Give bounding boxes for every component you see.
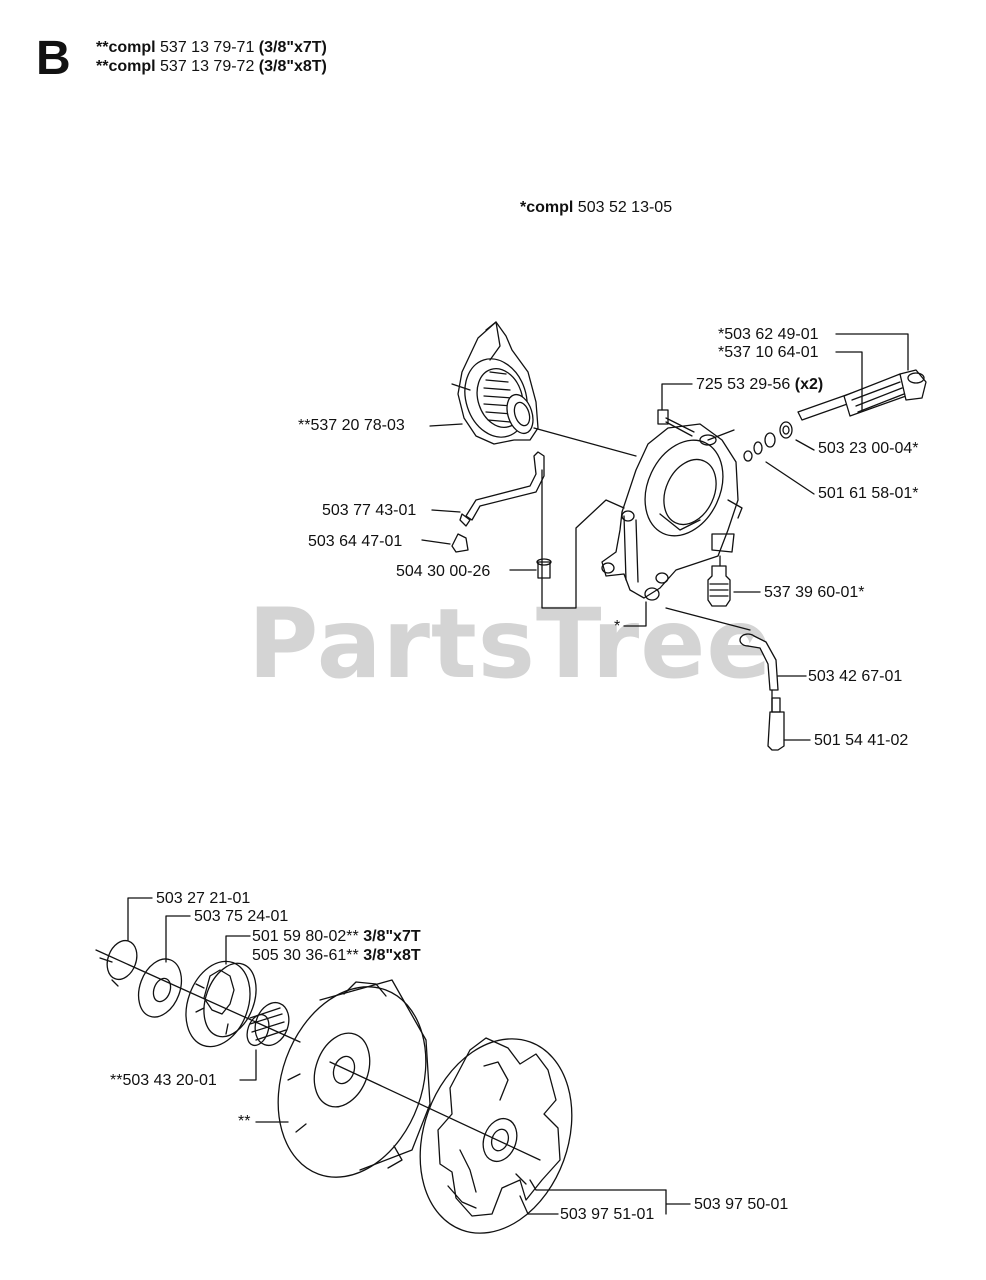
label-503-62-49-01: *503 62 49-01 — [718, 326, 819, 343]
pump-assembly-label: *compl 503 52 13-05 — [520, 198, 672, 217]
rim-sprocket-drawing — [185, 960, 257, 1048]
label-537-20-78-03: **537 20 78-03 — [298, 417, 405, 434]
oil-hose-drawing — [739, 633, 779, 691]
label-501-59-80-02-size: 3/8"x7T — [363, 928, 421, 945]
pump-assembly-prefix: *compl — [520, 199, 574, 216]
label-503-97-51-01: 503 97 51-01 — [560, 1206, 655, 1223]
label-537-10-64-01: *537 10 64-01 — [718, 344, 819, 361]
label-505-30-36-61: 505 30 36-61** 3/8"x8T — [252, 947, 421, 965]
screw-drawing — [657, 409, 695, 437]
header-line-2: **compl 537 13 79-72 (3/8"x8T) — [96, 57, 327, 76]
oil-filter-drawing — [767, 697, 785, 751]
nozzle-drawing — [451, 533, 469, 553]
header-line-1: **compl 537 13 79-71 (3/8"x7T) — [96, 38, 327, 57]
label-503-75-24-01: 503 75 24-01 — [194, 908, 289, 925]
clutch-shoes-drawing — [419, 1037, 573, 1234]
label-725-53-29-56-number: 725 53 29-56 — [696, 376, 791, 393]
label-503-23-00-04: 503 23 00-04* — [818, 440, 919, 457]
needle-bearing-drawing — [246, 1001, 290, 1047]
pump-body-drawing — [601, 423, 743, 601]
label-503-27-21-01: 503 27 21-01 — [156, 890, 251, 907]
header-line-1-prefix: **compl — [96, 39, 156, 56]
label-725-53-29-56: 725 53 29-56 (x2) — [696, 376, 823, 394]
label-503-97-50-01: 503 97 50-01 — [694, 1196, 789, 1213]
label-501-59-80-02: 501 59 80-02** 3/8"x7T — [252, 928, 421, 946]
label-501-59-80-02-number: 501 59 80-02** — [252, 928, 359, 945]
valve-drawing — [707, 565, 731, 607]
label-501-54-41-02: 501 54 41-02 — [814, 732, 909, 749]
section-letter: B — [36, 32, 71, 85]
watermark: PartsTree — [248, 588, 773, 700]
label-501-61-58-01: 501 61 58-01* — [818, 485, 919, 502]
label-725-53-29-56-qty: (x2) — [794, 376, 824, 393]
label-503-64-47-01: 503 64 47-01 — [308, 533, 403, 550]
oil-pipe-drawing — [459, 451, 545, 527]
pump-assembly-number: 503 52 13-05 — [577, 199, 673, 216]
header-line-2-suffix: (3/8"x8T) — [258, 58, 327, 75]
label-503-42-67-01: 503 42 67-01 — [808, 668, 903, 685]
fitting-drawing — [536, 558, 552, 579]
label-504-30-00-26: 504 30 00-26 — [396, 563, 491, 580]
worm-gear-drawing — [451, 321, 539, 445]
label-505-30-36-61-size: 3/8"x8T — [363, 947, 421, 964]
label-star-marker: * — [614, 618, 621, 635]
header-line-1-number: 537 13 79-71 — [160, 39, 255, 56]
washers-drawing — [743, 421, 793, 462]
header-line-1-suffix: (3/8"x7T) — [258, 39, 327, 56]
header-line-2-number: 537 13 79-72 — [160, 58, 255, 75]
label-503-43-20-01: **503 43 20-01 — [110, 1072, 217, 1089]
header-line-2-prefix: **compl — [96, 58, 156, 75]
label-537-39-60-01: 537 39 60-01* — [764, 584, 865, 601]
label-drum-marker: ** — [238, 1113, 251, 1130]
pump-plunger-drawing — [797, 369, 927, 421]
label-503-77-43-01: 503 77 43-01 — [322, 502, 417, 519]
label-505-30-36-61-number: 505 30 36-61** — [252, 947, 359, 964]
